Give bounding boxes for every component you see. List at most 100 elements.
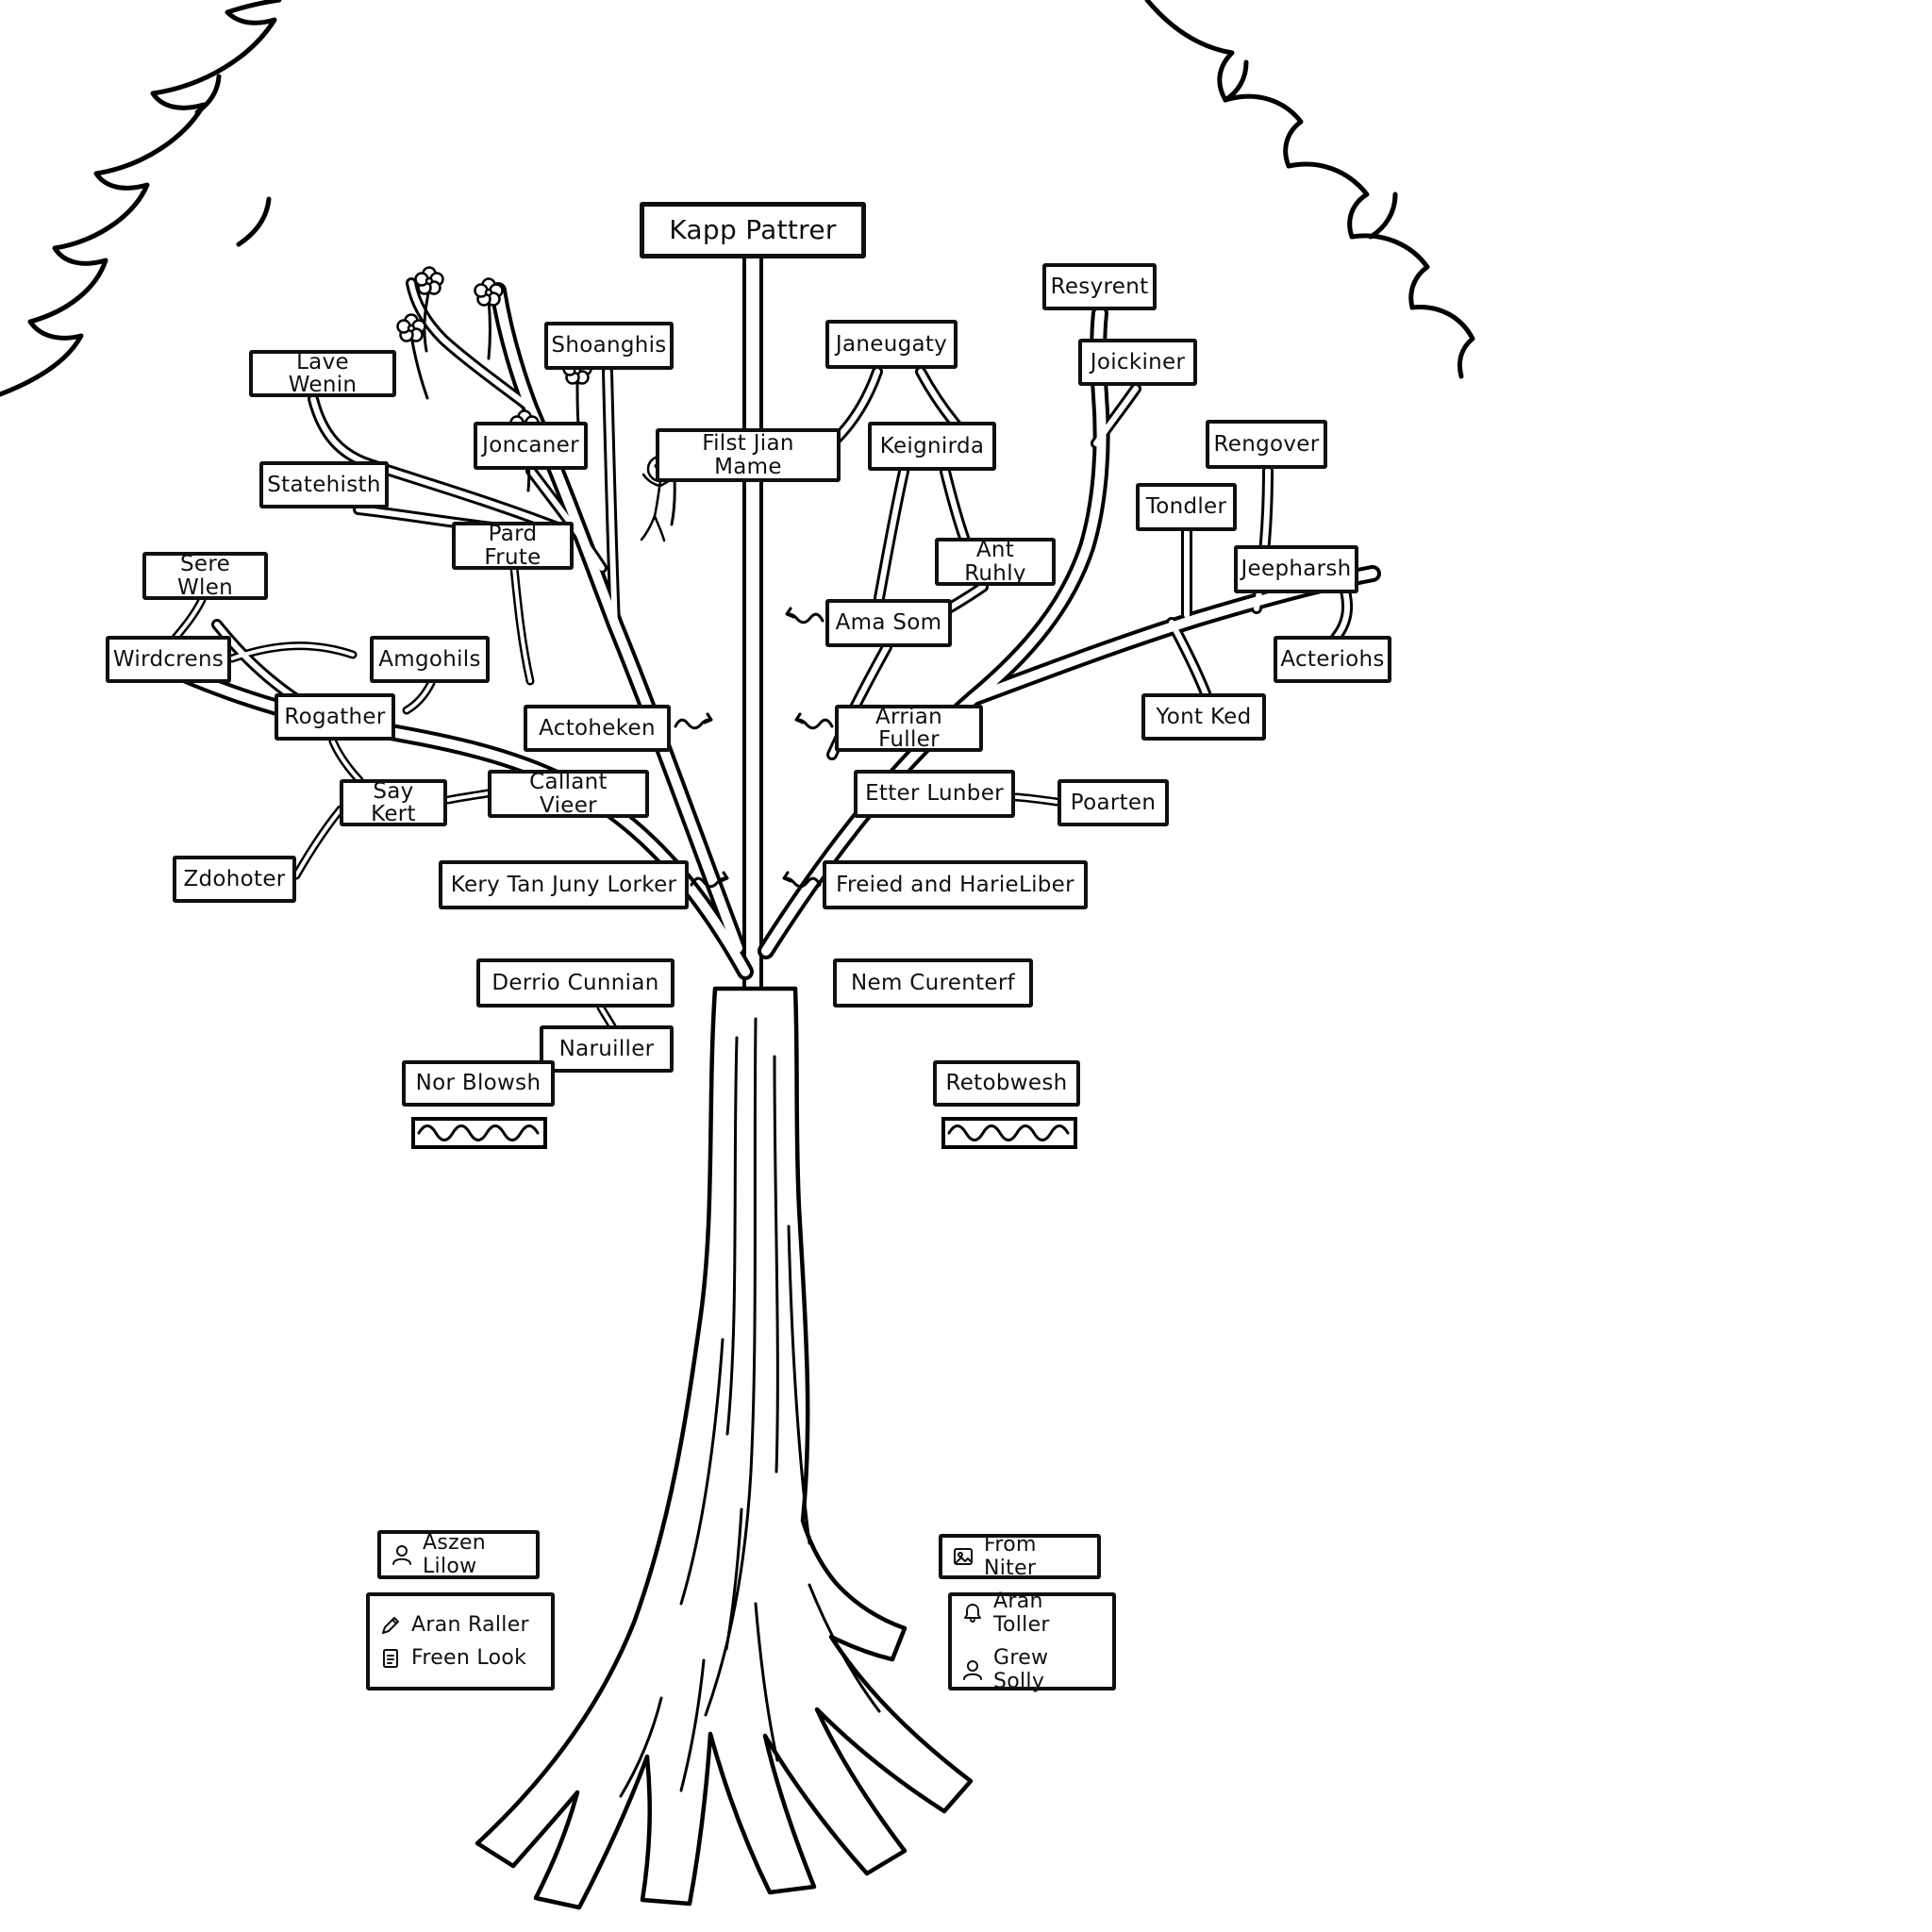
tree-node-kapp-pattrer: Kapp Pattrer	[640, 202, 866, 258]
tree-node-yont-ked: Yont Ked	[1141, 693, 1266, 741]
tree-node-amgohils: Amgohils	[370, 636, 490, 683]
tree-node-label: Jeepharsh	[1241, 557, 1352, 582]
legend-row: Freen Look	[379, 1646, 541, 1670]
tree-node-label: Keignirda	[879, 433, 985, 458]
legend-label: Freen Look	[411, 1646, 527, 1670]
tree-node-label: Ant Ruhly	[964, 538, 1026, 586]
tree-node-label: Rengover	[1213, 431, 1320, 457]
tree-node-label: Yont Ked	[1156, 704, 1252, 729]
tree-node-jeepharsh: Jeepharsh	[1234, 545, 1358, 593]
tree-node-label: Kery Tan Juny Lorker	[450, 872, 677, 897]
tree-node-statehisth: Statehisth	[259, 461, 389, 508]
legend-row: From Niter	[952, 1533, 1088, 1580]
tree-node-label: Poarten	[1070, 790, 1157, 815]
tree-node-say-kert: Say Kert	[340, 779, 447, 826]
legend-left-items: Aran Raller Freen Look	[366, 1592, 555, 1690]
cloud-top-right	[1144, 0, 1475, 379]
legend-label: Aszen Lilow	[423, 1531, 487, 1578]
tree-node-freied-and-harieliber: Freied and HarieLiber	[823, 860, 1088, 909]
tree-node-label: Etter Lunber	[865, 781, 1004, 807]
tree-node-wirdcrens: Wirdcrens	[106, 636, 231, 683]
tree-node-rogather: Rogather	[275, 693, 395, 741]
tree-node-label: Kapp Pattrer	[669, 214, 837, 246]
tree-node-keignirda: Keignirda	[868, 422, 996, 471]
tree-node-joickiner: Joickiner	[1078, 339, 1197, 386]
tree-node-label: Joncaner	[482, 433, 579, 458]
tree-node-label: Naruiller	[558, 1036, 655, 1061]
person-icon	[963, 1660, 982, 1680]
bracket-right	[941, 1117, 1077, 1149]
tree-node-label: Derrio Cunnian	[491, 970, 659, 995]
tree-node-joncaner: Joncaner	[474, 422, 588, 470]
document-icon	[383, 1648, 398, 1668]
tree-node-label: Ama Som	[835, 610, 942, 636]
tree-trunk-and-roots	[475, 986, 974, 1910]
tree-node-label: Shoanghis	[551, 333, 667, 358]
tree-node-naruiller: Naruiller	[540, 1025, 674, 1073]
tree-node-label: Acteriohs	[1280, 646, 1385, 672]
legend-label: From Niter	[984, 1533, 1037, 1580]
legend-row: Aszen Lilow	[391, 1531, 526, 1578]
tree-node-retobwesh: Retobwesh	[933, 1060, 1080, 1107]
legend-row: Aran Toller	[961, 1590, 1103, 1637]
tree-node-zdohoter: Zdohoter	[173, 856, 296, 903]
tree-node-sere-wlen: Sere Wlen	[142, 552, 268, 600]
photo-icon	[954, 1548, 973, 1565]
legend-left-header: Aszen Lilow	[377, 1530, 540, 1579]
tree-node-actoheken: Actoheken	[524, 705, 671, 752]
tree-node-rengover: Rengover	[1206, 420, 1327, 469]
legend-right-items: Aran Toller Grew Solly	[948, 1590, 1116, 1693]
tree-node-label: Resyrent	[1050, 274, 1149, 299]
tree-node-label: Sere Wlen	[176, 552, 234, 600]
tree-node-nem-curenterf: Nem Curenterf	[833, 958, 1033, 1008]
legend-right-header: From Niter	[939, 1533, 1101, 1580]
tree-node-label: Zdohoter	[183, 866, 286, 891]
tree-node-label: Wirdcrens	[112, 646, 225, 672]
legend-label: Aran Toller	[993, 1590, 1050, 1637]
tree-node-label: Actoheken	[539, 715, 656, 741]
tree-node-pard-frute: Pard Frute	[452, 522, 574, 570]
tree-node-label: Pard Frute	[484, 522, 541, 570]
tree-node-label: Nem Curenterf	[850, 970, 1015, 995]
root-plaque-post	[742, 257, 763, 998]
tree-node-ant-ruhly: Ant Ruhly	[935, 538, 1056, 586]
tree-node-janeugaty: Janeugaty	[825, 320, 958, 369]
tree-node-label: Joickiner	[1090, 349, 1186, 375]
bracket-left	[411, 1117, 547, 1149]
tree-node-etter-lunber: Etter Lunber	[854, 770, 1015, 818]
tree-node-label: Nor Blowsh	[415, 1071, 541, 1096]
tree-node-label: Filst Jian Mame	[702, 431, 794, 479]
legend-row: Grew Solly	[961, 1646, 1103, 1693]
tree-node-label: Lave Wenin	[288, 349, 358, 397]
tree-node-label: Rogather	[284, 704, 386, 729]
bell-icon	[964, 1604, 981, 1623]
tree-node-label: Arrian Fuller	[874, 704, 943, 752]
tree-node-ama-som: Ama Som	[825, 599, 952, 647]
tree-node-label: Callant Vieer	[529, 770, 608, 818]
bark-lines	[619, 1017, 881, 1798]
pencil-icon	[382, 1616, 399, 1634]
tree-node-label: Retobwesh	[945, 1071, 1068, 1096]
legend-row: Aran Raller	[379, 1613, 541, 1637]
tree-node-callant-vieer: Callant Vieer	[488, 770, 649, 818]
tree-node-label: Amgohils	[378, 646, 481, 672]
tree-node-derrio-cunnian: Derrio Cunnian	[476, 958, 675, 1008]
tree-node-arrian-fuller: Arrian Fuller	[835, 705, 983, 752]
tree-node-label: Freied and HarieLiber	[836, 872, 1074, 897]
cloud-top-left	[0, 0, 282, 397]
legend-label: Grew Solly	[993, 1646, 1049, 1693]
tree-node-poarten: Poarten	[1058, 779, 1169, 826]
tree-node-label: Statehisth	[267, 472, 381, 497]
tree-node-tondler: Tondler	[1136, 483, 1237, 531]
tree-node-shoanghis: Shoanghis	[544, 322, 674, 370]
person-icon	[392, 1545, 411, 1565]
tree-node-label: Tondler	[1145, 494, 1227, 520]
tree-node-resyrent: Resyrent	[1042, 263, 1157, 310]
tree-node-nor-blowsh: Nor Blowsh	[402, 1060, 555, 1107]
tree-node-label: Janeugaty	[835, 331, 948, 357]
tree-node-lave-wenin: Lave Wenin	[249, 350, 396, 397]
legend-label: Aran Raller	[411, 1613, 529, 1637]
tree-node-label: Say Kert	[371, 778, 416, 826]
